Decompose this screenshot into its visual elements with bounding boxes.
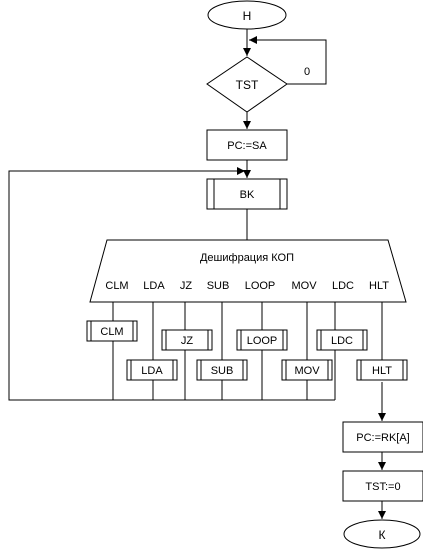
opcode-labels: CLM LDA JZ SUB LOOP MOV LDC HLT bbox=[105, 280, 389, 292]
subroutine-label: LDA bbox=[141, 365, 163, 377]
tst-reset-label: TST:=0 bbox=[365, 481, 400, 493]
subroutine-ldc: LDC bbox=[316, 329, 368, 351]
decision-loop-arrow bbox=[249, 36, 327, 85]
subroutine-label: MOV bbox=[294, 365, 320, 377]
pc-sa-label: PC:=SA bbox=[227, 140, 267, 152]
bk-label: BK bbox=[240, 189, 255, 201]
opcode-label-jz: JZ bbox=[180, 280, 193, 292]
bk-block: BK bbox=[206, 178, 288, 210]
tst-reset-block: TST:=0 bbox=[342, 470, 423, 502]
decision-label: TST bbox=[236, 78, 259, 92]
pc-rk-label: PC:=RK[A] bbox=[356, 432, 410, 444]
subroutine-label: LDC bbox=[331, 335, 353, 347]
subroutine-hlt: HLT bbox=[356, 359, 408, 381]
subroutine-label: HLT bbox=[372, 365, 392, 377]
subroutine-clm: CLM bbox=[86, 320, 138, 342]
opcode-label-clm: CLM bbox=[105, 280, 128, 292]
decision-loop-label: 0 bbox=[304, 66, 310, 78]
start-label: Н bbox=[243, 9, 252, 23]
pc-rk-block: PC:=RK[A] bbox=[342, 421, 423, 453]
decision-tst: TST bbox=[206, 56, 288, 113]
return-to-bk-arrow bbox=[8, 167, 245, 401]
subroutine-lda: LDA bbox=[126, 359, 178, 381]
opcode-label-ldc: LDC bbox=[332, 280, 354, 292]
opcode-label-sub: SUB bbox=[207, 280, 230, 292]
subroutine-label: CLM bbox=[100, 326, 123, 338]
subroutine-mov: MOV bbox=[281, 359, 333, 381]
subroutine-loop: LOOP bbox=[236, 329, 288, 351]
subroutine-label: SUB bbox=[211, 365, 234, 377]
start-terminal: Н bbox=[207, 0, 287, 30]
pc-sa-block: PC:=SA bbox=[206, 129, 288, 161]
subroutine-label: LOOP bbox=[247, 335, 278, 347]
end-terminal: К bbox=[343, 519, 421, 549]
decode-block: Дешифрация КОП bbox=[89, 239, 407, 303]
subroutine-jz: JZ bbox=[161, 329, 213, 351]
subroutine-label: JZ bbox=[181, 335, 194, 347]
opcode-label-mov: MOV bbox=[291, 280, 317, 292]
opcode-lines bbox=[112, 302, 383, 400]
opcode-label-loop: LOOP bbox=[245, 280, 276, 292]
opcode-label-hlt: HLT bbox=[369, 280, 389, 292]
subroutine-sub: SUB bbox=[196, 359, 248, 381]
decode-title: Дешифрация КОП bbox=[200, 252, 294, 264]
end-label: К bbox=[379, 528, 386, 542]
opcode-label-lda: LDA bbox=[143, 280, 165, 292]
subroutine-blocks: CLM LDA JZ SUB LOOP MOV LDC HLT bbox=[86, 320, 408, 381]
